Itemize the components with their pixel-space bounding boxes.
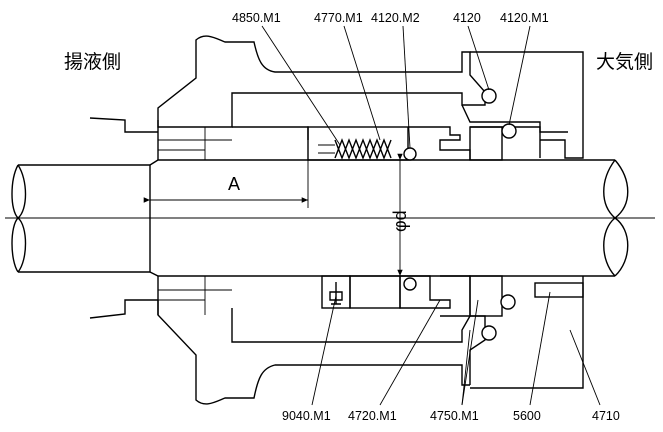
casing-lower (157, 276, 584, 405)
part-label-4850-m1: 4850.M1 (232, 11, 281, 25)
seal-components-lower (321, 275, 584, 341)
rotating-ring-upper (403, 88, 541, 161)
part-label-4770-m1: 4770.M1 (314, 11, 363, 25)
spring-assembly (307, 126, 409, 161)
dimension-d-label: φd (390, 210, 410, 232)
part-label-9040-m1: 9040.M1 (282, 409, 331, 423)
atmosphere-side-label: 大気側 (596, 51, 653, 73)
part-label-4750-m1: 4750.M1 (430, 409, 479, 423)
pump-side-label: 揚液側 (64, 51, 121, 73)
part-label-4120-m2: 4120.M2 (371, 11, 420, 25)
dimension-a-label: A (228, 174, 240, 194)
part-label-4120-m1: 4120.M1 (500, 11, 549, 25)
leader-lines-bottom (311, 291, 601, 406)
part-label-4720-m1: 4720.M1 (348, 409, 397, 423)
part-label-4120: 4120 (453, 11, 481, 25)
part-label-5600: 5600 (513, 409, 541, 423)
dimension-a (143, 150, 309, 208)
leader-lines-top (261, 25, 531, 149)
part-label-4710: 4710 (592, 409, 620, 423)
